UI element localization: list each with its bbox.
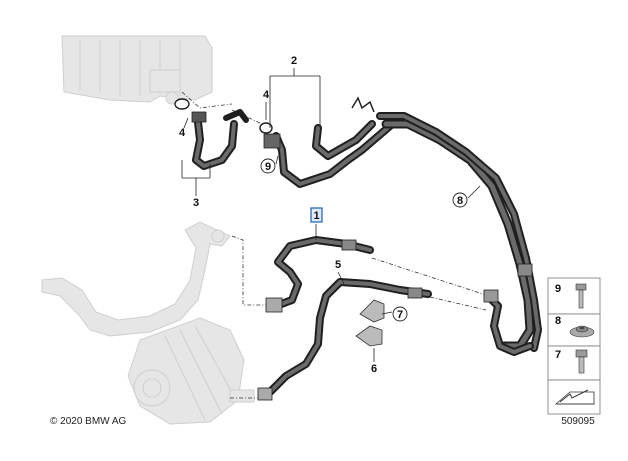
callout-5: 5 (335, 259, 341, 271)
callout-4-left: 4 (179, 127, 186, 139)
callout-9: 9 (265, 161, 271, 173)
callout-2: 2 (291, 55, 297, 67)
hose-part-2 (263, 96, 394, 188)
bracket-part-6 (355, 299, 385, 347)
nut-icon (569, 325, 595, 338)
bolt-icon (575, 283, 587, 309)
callout-8-circle: 8 (452, 192, 468, 208)
copyright-text: © 2020 BMW AG (50, 416, 127, 427)
panel-label-7: 7 (555, 349, 561, 361)
callout-1-highlight[interactable]: 1 (310, 207, 323, 223)
assembly-guide-lines (181, 91, 487, 399)
arrow-symbol-icon (554, 389, 595, 405)
ghost-radiator-assembly (61, 35, 213, 105)
callout-6: 6 (371, 363, 377, 375)
screw-icon (575, 349, 588, 374)
ghost-intake-hose (41, 221, 231, 337)
hose-part-5 (257, 278, 432, 401)
callout-1: 1 (313, 210, 319, 222)
callout-7: 7 (397, 309, 403, 321)
callout-7-circle: 7 (392, 306, 408, 322)
panel-label-8: 8 (555, 315, 561, 327)
callout-leaders (181, 68, 481, 362)
hose-part-8 (376, 112, 542, 356)
callout-8: 8 (457, 195, 463, 207)
parts-panel: 9 8 7 (547, 277, 601, 415)
callout-3: 3 (193, 197, 199, 209)
panel-label-9: 9 (555, 283, 561, 295)
ghost-alternator (127, 317, 255, 425)
hose-part-1 (265, 236, 374, 313)
callout-9-circle: 9 (260, 158, 276, 174)
o-ring-parts (174, 98, 273, 134)
hose-part-3 (191, 109, 249, 170)
diagram-number: 509095 (561, 416, 595, 427)
callout-4-right: 4 (263, 89, 270, 101)
